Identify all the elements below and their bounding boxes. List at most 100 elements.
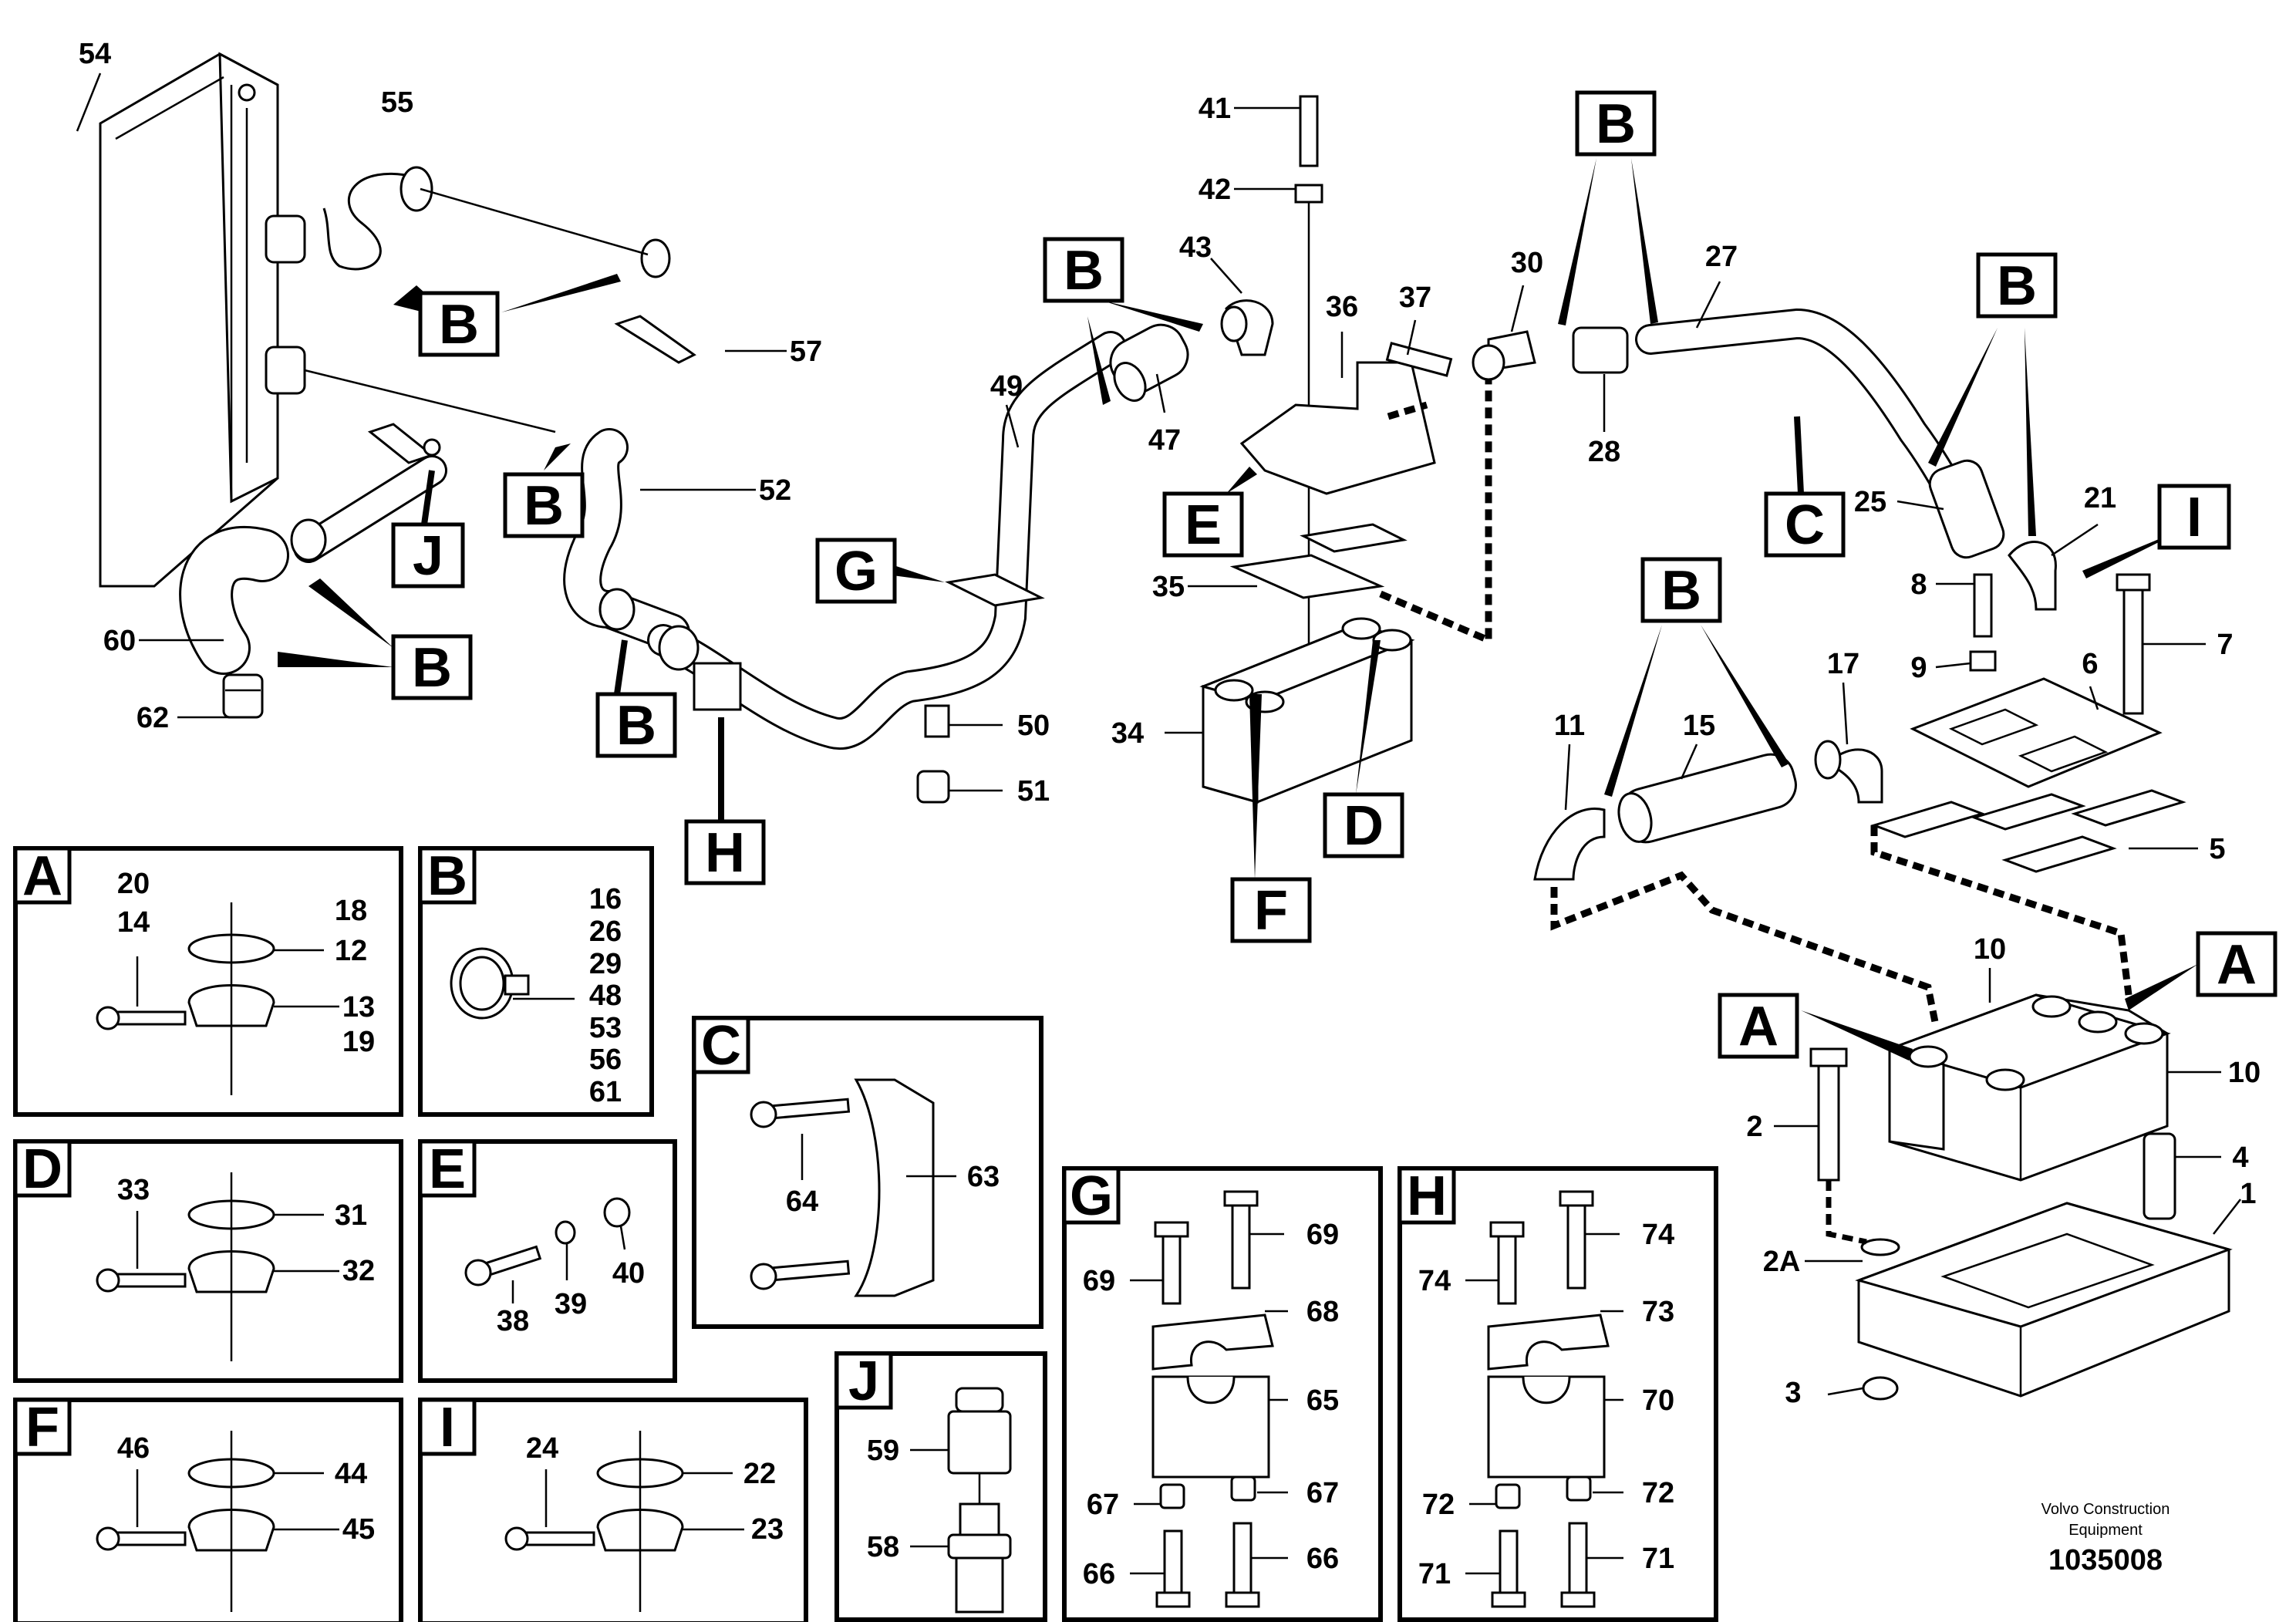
- detail-letter: F: [25, 1397, 59, 1458]
- detail-part-number: 12: [335, 935, 367, 967]
- part-number: 10: [1974, 933, 2006, 966]
- detail-part-number: 69: [1083, 1265, 1115, 1297]
- detail-letter: D: [22, 1138, 62, 1200]
- detail-part-number: 26: [589, 916, 622, 948]
- callout-letter: J: [413, 525, 443, 587]
- part-number: 49: [990, 370, 1023, 403]
- detail-letter: I: [440, 1397, 455, 1458]
- callout-letter: B: [1661, 560, 1701, 622]
- detail-part-number: 46: [117, 1432, 150, 1465]
- detail-letter: G: [1070, 1165, 1113, 1227]
- callout-letter: I: [2186, 487, 2202, 548]
- callout-letter: F: [1254, 880, 1288, 942]
- part-number: 60: [103, 625, 136, 657]
- callout-letter: B: [1997, 255, 2037, 317]
- part-number: 47: [1148, 424, 1181, 457]
- detail-part-number: 71: [1642, 1543, 1674, 1575]
- callout-letter: B: [439, 294, 479, 356]
- part-number: 2A: [1763, 1246, 1801, 1278]
- part-number: 37: [1399, 282, 1431, 314]
- drawing-number: 1035008: [2048, 1544, 2163, 1576]
- part-number: 3: [1785, 1377, 1801, 1409]
- part-number: 42: [1199, 174, 1231, 206]
- callout-letter: E: [1185, 494, 1222, 556]
- detail-letter: B: [427, 845, 467, 907]
- part-number: 7: [2217, 629, 2233, 661]
- detail-part-number: 59: [867, 1435, 899, 1467]
- detail-part-number: 48: [589, 980, 622, 1012]
- callout-letter: B: [1064, 240, 1104, 302]
- detail-part-number: 39: [555, 1288, 587, 1320]
- part-number: 4: [2232, 1141, 2248, 1174]
- detail-part-number: 66: [1306, 1543, 1339, 1575]
- detail-part-number: 69: [1306, 1219, 1339, 1251]
- part-number: 9: [1910, 652, 1927, 684]
- detail-part-number: 23: [751, 1513, 784, 1546]
- part-number: 17: [1827, 648, 1859, 680]
- part-number: 51: [1017, 775, 1050, 808]
- detail-part-number: 14: [117, 906, 150, 939]
- credit-line: Equipment: [2068, 1522, 2143, 1539]
- cooler-part: [1199, 617, 1415, 804]
- detail-part-number: 32: [342, 1255, 375, 1287]
- base-frame-part: [1855, 1202, 2233, 1398]
- part-number: 55: [381, 86, 413, 119]
- detail-letter: J: [848, 1351, 879, 1412]
- callout-letter: B: [616, 695, 656, 757]
- detail-part-number: 74: [1418, 1265, 1451, 1297]
- detail-part-number: 71: [1418, 1558, 1451, 1590]
- detail-part-number: 61: [589, 1076, 622, 1108]
- detail-part-number: 20: [117, 868, 150, 900]
- callout-letter: B: [524, 475, 564, 537]
- detail-part-number: 58: [867, 1531, 899, 1563]
- part-number: 30: [1511, 247, 1543, 279]
- detail-part-number: 13: [342, 991, 375, 1023]
- part-number: 2: [1746, 1111, 1762, 1143]
- detail-part-number: 64: [786, 1185, 818, 1218]
- detail-part-number: 16: [589, 883, 622, 916]
- detail-part-number: 67: [1306, 1477, 1339, 1509]
- callout-letter: H: [705, 822, 745, 884]
- detail-part-number: 19: [342, 1026, 375, 1058]
- part-number: 5: [2209, 833, 2225, 865]
- detail-part-number: 67: [1087, 1489, 1119, 1521]
- detail-part-number: 18: [335, 895, 367, 927]
- detail-part-number: 72: [1422, 1489, 1455, 1521]
- detail-part-number: 40: [612, 1257, 645, 1290]
- part-number: 28: [1588, 436, 1620, 468]
- detail-part-number: 45: [342, 1513, 375, 1546]
- callout-letter: A: [2217, 934, 2257, 996]
- part-number: 57: [790, 336, 822, 368]
- part-number: 6: [2082, 648, 2098, 680]
- part-number: 15: [1683, 710, 1715, 742]
- credit-line: Volvo Construction: [2041, 1501, 2170, 1518]
- detail-letter: H: [1407, 1165, 1447, 1227]
- detail-part-number: 74: [1642, 1219, 1674, 1251]
- part-number: 41: [1199, 93, 1231, 125]
- part-number: 1: [2240, 1178, 2256, 1210]
- callout-letter: B: [1596, 93, 1636, 155]
- part-number: 11: [1554, 710, 1585, 742]
- part-number: 36: [1326, 291, 1358, 323]
- part-number: 62: [137, 702, 169, 734]
- detail-letter: E: [429, 1138, 466, 1200]
- part-number: 54: [79, 38, 111, 70]
- part-number: 35: [1152, 571, 1185, 603]
- part-number: 50: [1017, 710, 1050, 742]
- part-number: 52: [759, 474, 791, 507]
- part-number: 27: [1705, 241, 1738, 273]
- detail-part-number: 22: [743, 1458, 776, 1490]
- detail-part-number: 33: [117, 1174, 150, 1206]
- callout-letter: C: [1785, 494, 1825, 556]
- detail-part-number: 72: [1642, 1477, 1674, 1509]
- part-number: 25: [1854, 486, 1886, 518]
- detail-part-number: 73: [1642, 1296, 1674, 1328]
- charge-air-cooler-part: [1886, 993, 2171, 1182]
- detail-part-number: 63: [967, 1161, 1000, 1193]
- part-number: 10: [2228, 1057, 2261, 1089]
- callout-letter: B: [412, 637, 452, 699]
- part-number: 34: [1111, 717, 1144, 750]
- detail-part-number: 29: [589, 948, 622, 980]
- detail-part-number: 65: [1306, 1384, 1339, 1417]
